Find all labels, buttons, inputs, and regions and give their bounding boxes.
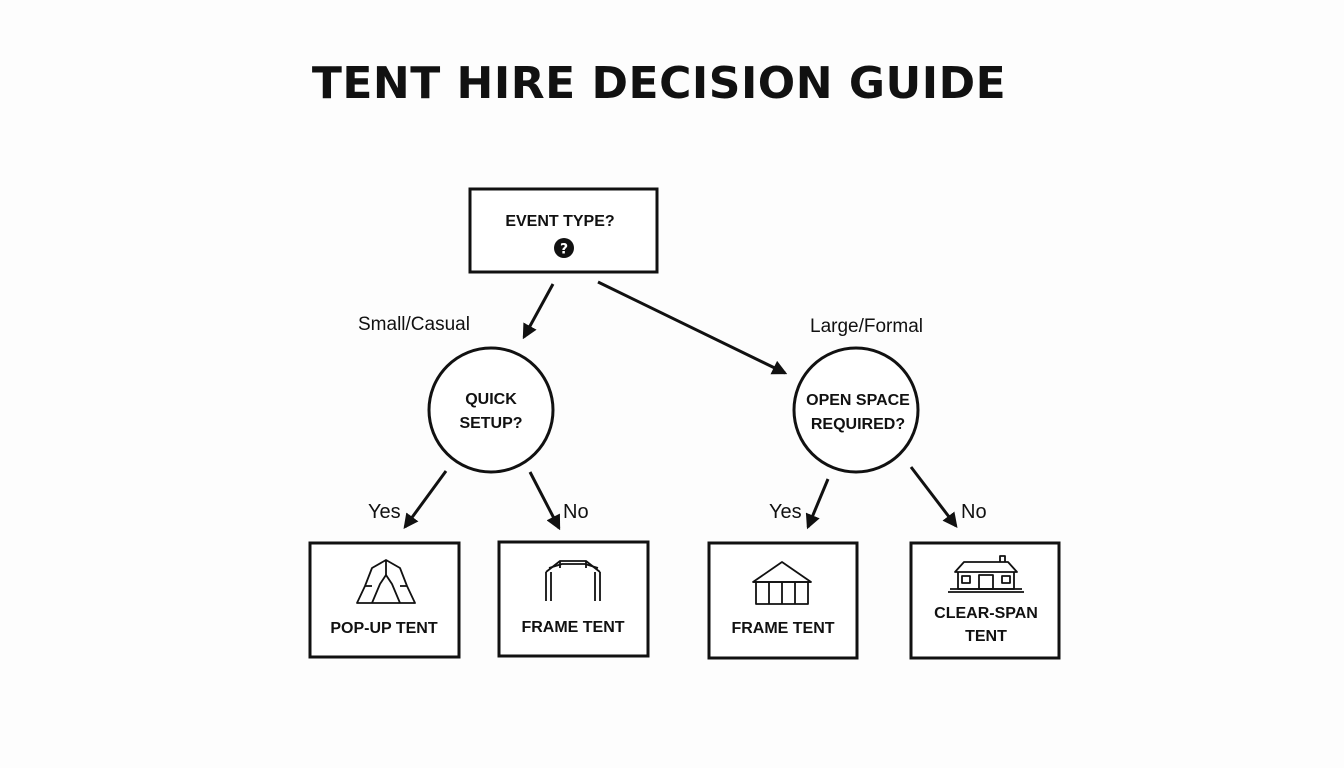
- frame-tent-icon: [545, 560, 601, 601]
- outcome-frame-tent-right: FRAME TENT: [707, 541, 859, 660]
- arrow-root-to-quick-setup: [522, 283, 555, 340]
- decision-quick-setup-line2: SETUP?: [459, 415, 522, 432]
- arrow-quick-setup-no: [528, 471, 561, 531]
- decision-quick-setup: QUICK SETUP?: [427, 346, 555, 474]
- answer-yes-quick-setup: Yes: [368, 501, 401, 523]
- branch-label-small-casual: Small/Casual: [358, 314, 470, 335]
- pavilion-tent-icon: [752, 561, 812, 605]
- outcome-frame-tent-right-label: FRAME TENT: [731, 620, 834, 637]
- outcome-popup-tent-box: [308, 541, 461, 659]
- decision-open-space-circle: [792, 346, 920, 474]
- svg-text:?: ?: [560, 242, 568, 258]
- building-icon: [948, 555, 1024, 593]
- diagram-title: TENT HIRE DECISION GUIDE: [311, 58, 1007, 109]
- outcome-frame-tent-right-box: [707, 541, 859, 660]
- root-label: EVENT TYPE?: [505, 213, 614, 230]
- answer-no-open-space: No: [961, 501, 987, 523]
- root-node: EVENT TYPE? ?: [468, 187, 659, 274]
- outcome-frame-tent-left-label: FRAME TENT: [521, 619, 624, 636]
- decision-open-space-line2: REQUIRED?: [811, 416, 905, 433]
- outcome-frame-tent-left-box: [497, 540, 650, 658]
- outcome-popup-tent: POP-UP TENT: [308, 541, 461, 659]
- arrow-open-space-no: [909, 466, 958, 528]
- root-box: [468, 187, 659, 274]
- arrow-quick-setup-yes: [403, 470, 448, 530]
- branch-label-large-formal: Large/Formal: [810, 316, 923, 337]
- outcome-clear-span-tent: CLEAR-SPAN TENT: [909, 541, 1061, 660]
- decision-quick-setup-line1: QUICK: [465, 391, 517, 408]
- outcome-clear-span-tent-line1: CLEAR-SPAN: [934, 605, 1038, 622]
- popup-tent-icon: [356, 559, 416, 604]
- outcome-frame-tent-left: FRAME TENT: [497, 540, 650, 658]
- question-circle-icon: ?: [554, 238, 574, 258]
- arrow-root-to-open-space: [597, 280, 788, 375]
- outcome-popup-tent-label: POP-UP TENT: [330, 620, 438, 637]
- answer-yes-open-space: Yes: [769, 501, 802, 523]
- answer-no-quick-setup: No: [563, 501, 589, 523]
- decision-open-space: OPEN SPACE REQUIRED?: [792, 346, 920, 474]
- decision-quick-setup-circle: [427, 346, 555, 474]
- decision-open-space-line1: OPEN SPACE: [806, 392, 910, 409]
- arrow-open-space-yes: [805, 478, 830, 530]
- outcome-clear-span-tent-line2: TENT: [965, 628, 1007, 645]
